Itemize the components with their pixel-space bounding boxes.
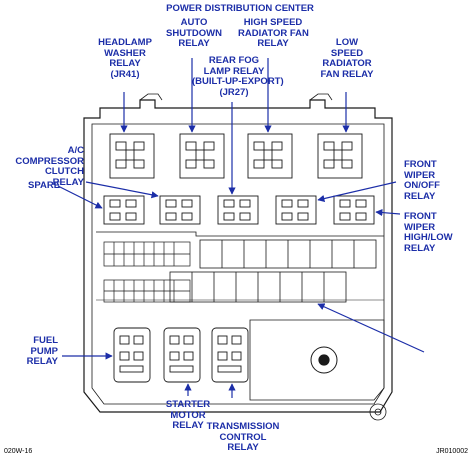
- pdc-housing: [83, 93, 393, 421]
- cartridge-fuse-block: [169, 239, 377, 303]
- auto-shutdown-relay-socket[interactable]: [179, 133, 225, 179]
- label-front-wiper-highlow-relay: FRONT WIPER HIGH/LOW RELAY: [404, 211, 453, 254]
- label-ac-compressor-clutch-relay: A/C COMPRESSOR CLUTCH RELAY: [15, 145, 84, 188]
- front-wiper-highlow-relay-socket[interactable]: [333, 195, 375, 225]
- rear-fog-lamp-relay-socket[interactable]: [217, 195, 259, 225]
- footer-right-code: JR010002: [436, 448, 468, 455]
- bottom-relay-row: [113, 327, 249, 383]
- spare-relay-socket[interactable]: [103, 195, 145, 225]
- label-low-speed-radiator-fan-relay: LOW SPEED RADIATOR FAN RELAY: [320, 37, 374, 80]
- starter-motor-relay-socket[interactable]: [163, 327, 201, 383]
- transmission-control-relay-socket[interactable]: [211, 327, 249, 383]
- label-transmission-control-relay: TRANSMISSION CONTROL RELAY: [206, 421, 280, 453]
- label-fuel-pump-relay: FUEL PUMP RELAY: [26, 335, 58, 367]
- label-rear-fog-lamp-relay: REAR FOG LAMP RELAY (BUILT-UP-EXPORT) (J…: [192, 55, 284, 98]
- middle-relay-row: [103, 195, 375, 225]
- low-speed-radiator-fan-relay-socket[interactable]: [317, 133, 363, 179]
- fuel-pump-relay-socket[interactable]: [113, 327, 151, 383]
- label-auto-shutdown-relay: AUTO SHUTDOWN RELAY: [166, 17, 222, 49]
- front-wiper-onoff-relay-socket[interactable]: [275, 195, 317, 225]
- label-headlamp-washer-relay: HEADLAMP WASHER RELAY (JR41): [98, 37, 152, 80]
- label-front-wiper-onoff-relay: FRONT WIPER ON/OFF RELAY: [404, 159, 440, 202]
- top-relay-row: [109, 133, 363, 179]
- footer-left-code: 020W-16: [4, 448, 33, 455]
- label-spare: SPARE: [28, 180, 61, 191]
- headlamp-washer-relay-socket[interactable]: [109, 133, 155, 179]
- label-high-speed-radiator-fan-relay: HIGH SPEED RADIATOR FAN RELAY: [238, 17, 309, 49]
- diagram-title: POWER DISTRIBUTION CENTER: [166, 3, 314, 14]
- leader-lines: [57, 58, 425, 398]
- ac-compressor-clutch-relay-socket[interactable]: [159, 195, 201, 225]
- label-starter-motor-relay: STARTER MOTOR RELAY: [165, 399, 211, 431]
- high-speed-radiator-fan-relay-socket[interactable]: [247, 133, 293, 179]
- mini-fuse-block-left: [103, 241, 191, 303]
